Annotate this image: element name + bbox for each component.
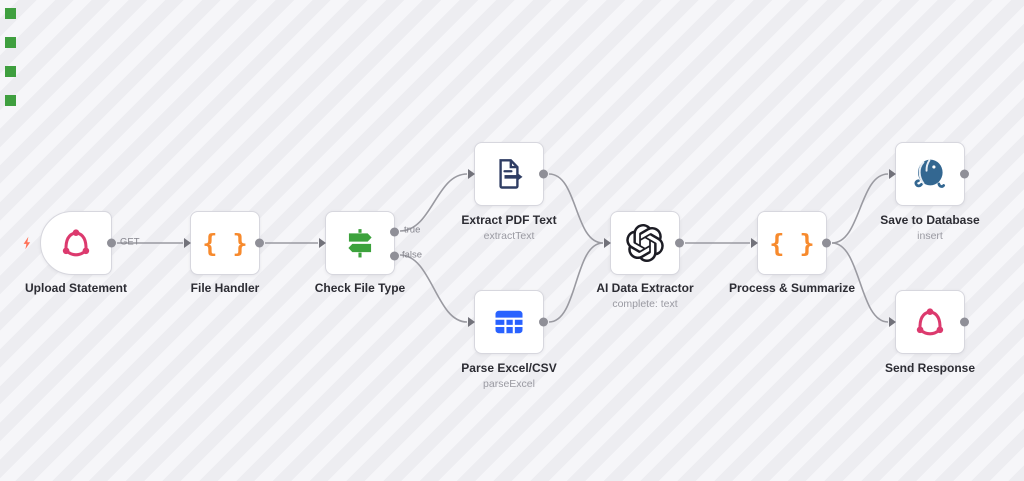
canvas-marker (5, 66, 16, 77)
input-endpoint[interactable] (751, 238, 758, 248)
canvas-marker (5, 95, 16, 106)
node-caption: Check File Type (315, 281, 405, 295)
node-title: Parse Excel/CSV (461, 361, 557, 375)
connection-label-get: GET (120, 236, 140, 248)
node-caption: AI Data Extractor complete: text (596, 281, 693, 310)
node-caption: Parse Excel/CSV parseExcel (461, 361, 556, 390)
node-caption: Save to Database insert (880, 213, 979, 242)
node-subtitle: insert (917, 230, 943, 242)
node-title: AI Data Extractor (596, 281, 694, 295)
output-endpoint[interactable] (539, 169, 548, 179)
connection-label-true: true (404, 224, 421, 236)
canvas-marker (5, 37, 16, 48)
input-endpoint[interactable] (468, 169, 475, 179)
node-caption: Send Response (885, 361, 975, 375)
output-endpoint-false[interactable] (390, 251, 399, 261)
input-endpoint[interactable] (184, 238, 191, 248)
code-icon: { } (769, 228, 815, 258)
node-title: Extract PDF Text (461, 213, 557, 227)
connection-process-to-savedb[interactable] (831, 173, 889, 244)
node-title: Process & Summarize (728, 281, 856, 295)
connection-parseexcel-to-ai[interactable] (548, 242, 604, 323)
output-endpoint[interactable] (822, 238, 831, 248)
node-extract-pdf-text[interactable] (468, 142, 548, 206)
openai-icon (626, 224, 664, 262)
node-check-file-type[interactable] (319, 211, 399, 275)
node-caption: Upload Statement (25, 281, 127, 295)
node-subtitle: extractText (483, 230, 535, 242)
node-title: Save to Database (880, 213, 980, 227)
input-endpoint[interactable] (889, 169, 896, 179)
file-extract-icon (499, 159, 523, 189)
output-endpoint[interactable] (960, 317, 969, 327)
node-title: Check File Type (314, 281, 406, 295)
node-caption: Process & Summarize (729, 281, 855, 295)
node-subtitle: parseExcel (483, 378, 535, 390)
switch-icon (348, 229, 372, 258)
node-send-response[interactable] (889, 290, 969, 354)
node-process-summarize[interactable]: { } (751, 211, 831, 275)
output-endpoint[interactable] (255, 238, 264, 248)
output-endpoint[interactable] (960, 169, 969, 179)
output-endpoint[interactable] (539, 317, 548, 327)
output-endpoint[interactable] (675, 238, 684, 248)
webhook-icon (62, 229, 90, 257)
connection-process-to-sendresponse[interactable] (831, 242, 889, 323)
node-upload-statement[interactable] (23, 211, 116, 275)
connection-check-false-to-parseexcel[interactable] (399, 254, 468, 323)
connection-label-false: false (402, 249, 423, 261)
node-save-to-database[interactable] (889, 142, 969, 206)
input-endpoint[interactable] (889, 317, 896, 327)
node-title: Upload Statement (24, 281, 128, 295)
output-endpoint-true[interactable] (390, 227, 399, 237)
connection-extractpdf-to-ai[interactable] (548, 173, 604, 244)
input-endpoint[interactable] (468, 317, 475, 327)
input-endpoint[interactable] (319, 238, 326, 248)
lightning-trigger-icon (23, 236, 31, 250)
webhook-icon (916, 308, 944, 336)
postgres-icon (914, 159, 945, 188)
node-caption: Extract PDF Text extractText (461, 213, 556, 242)
output-endpoint[interactable] (107, 238, 116, 248)
node-title: File Handler (190, 281, 260, 295)
spreadsheet-icon (495, 310, 523, 334)
code-icon: { } (202, 228, 248, 258)
node-parse-excel-csv[interactable] (468, 290, 548, 354)
connection-check-true-to-extractpdf[interactable] (399, 173, 468, 232)
node-file-handler[interactable]: { } (184, 211, 264, 275)
node-ai-data-extractor[interactable] (604, 211, 684, 275)
canvas-marker (5, 8, 16, 19)
node-title: Send Response (884, 361, 976, 375)
node-caption: File Handler (191, 281, 260, 295)
node-subtitle: complete: text (612, 298, 678, 310)
input-endpoint[interactable] (604, 238, 611, 248)
